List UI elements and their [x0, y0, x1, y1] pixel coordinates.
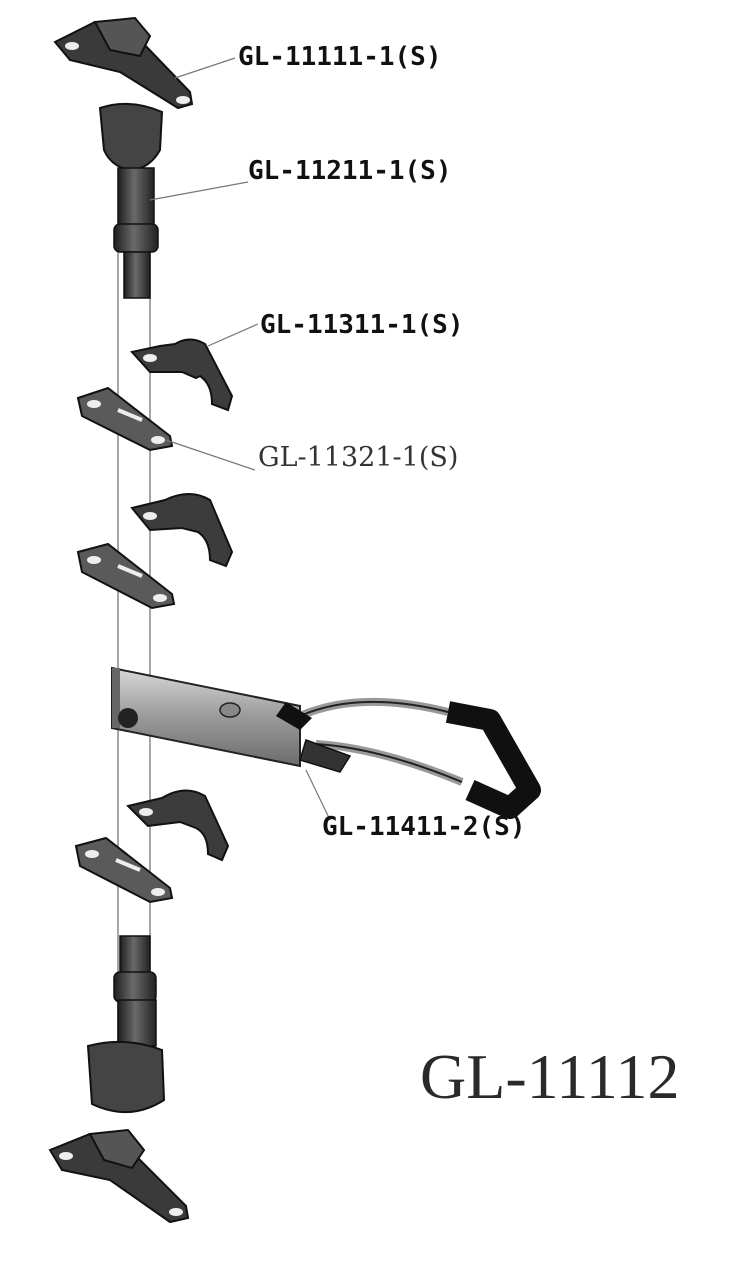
handle-part	[111, 666, 541, 819]
bottom-bracket-part	[48, 1128, 190, 1224]
assembly-code-label: GL-11112	[420, 1041, 680, 1112]
callout-guide-plate: GL-11321-1(S)	[258, 442, 459, 473]
leader-line-top-bracket	[174, 57, 236, 79]
callout-top-bracket: GL-11111-1(S)	[238, 42, 442, 72]
leader-line-top-cam-keeper	[149, 181, 249, 201]
bottom-cam-keeper-part	[86, 935, 166, 1114]
guide-plate-part-1	[76, 386, 174, 452]
callout-top-cam-keeper: GL-11211-1(S)	[248, 156, 452, 186]
callout-guide-bracket: GL-11311-1(S)	[260, 310, 464, 340]
guide-plate-part-3	[74, 836, 174, 904]
top-bracket-part	[53, 16, 194, 110]
guide-bracket-part-3	[126, 789, 230, 862]
guide-bracket-part-2	[130, 493, 234, 568]
rod-guide-lines	[117, 250, 151, 1060]
callout-handle: GL-11411-2(S)	[322, 812, 526, 842]
leader-line-guide-bracket	[207, 323, 259, 347]
leader-line-handle	[305, 769, 331, 821]
guide-plate-part-2	[76, 542, 176, 610]
guide-bracket-part-1	[130, 338, 234, 412]
leader-line-guide-plate	[165, 439, 256, 471]
top-cam-keeper-part	[98, 102, 164, 299]
leader-lines	[149, 57, 331, 821]
